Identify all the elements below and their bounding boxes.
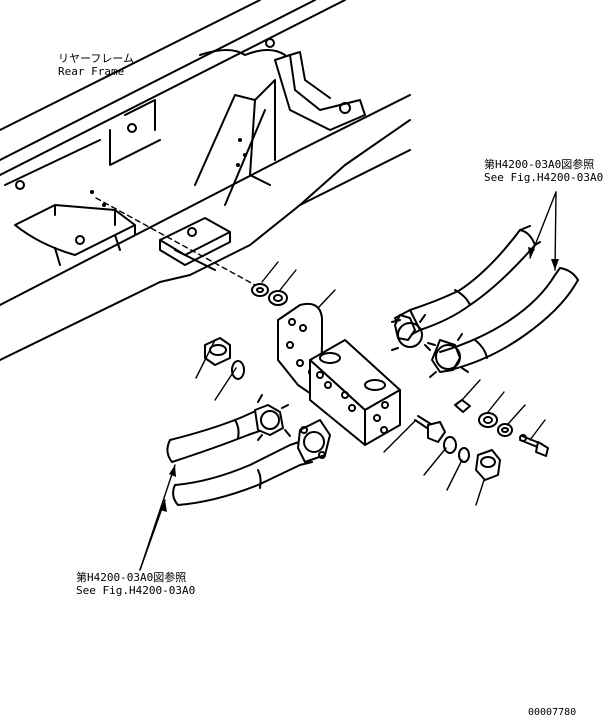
figure-code: 00007780 xyxy=(528,707,577,718)
rear-frame-label-jp: リヤーフレーム xyxy=(58,52,135,65)
reference-note-lower: 第H4200-03A0図参照 See Fig.H4200-03A0 xyxy=(76,571,195,597)
reference-note-upper-en: See Fig.H4200-03A0 xyxy=(484,171,604,184)
fittings-and-fasteners xyxy=(204,283,549,481)
hose-assembly-upper xyxy=(391,225,579,378)
rear-frame xyxy=(0,0,411,361)
rear-frame-label: リヤーフレーム Rear Frame xyxy=(58,52,134,78)
rear-frame-label-en: Rear Frame xyxy=(58,65,125,78)
valve-block xyxy=(309,339,401,446)
hose-assembly-lower xyxy=(166,394,331,506)
reference-note-upper: 第H4200-03A0図参照 See Fig.H4200-03A0 xyxy=(484,158,603,184)
reference-note-upper-jp: 第H4200-03A0図参照 xyxy=(484,158,595,171)
reference-note-lower-en: See Fig.H4200-03A0 xyxy=(76,584,196,597)
leader-lines xyxy=(139,191,559,571)
reference-note-lower-jp: 第H4200-03A0図参照 xyxy=(76,571,187,584)
